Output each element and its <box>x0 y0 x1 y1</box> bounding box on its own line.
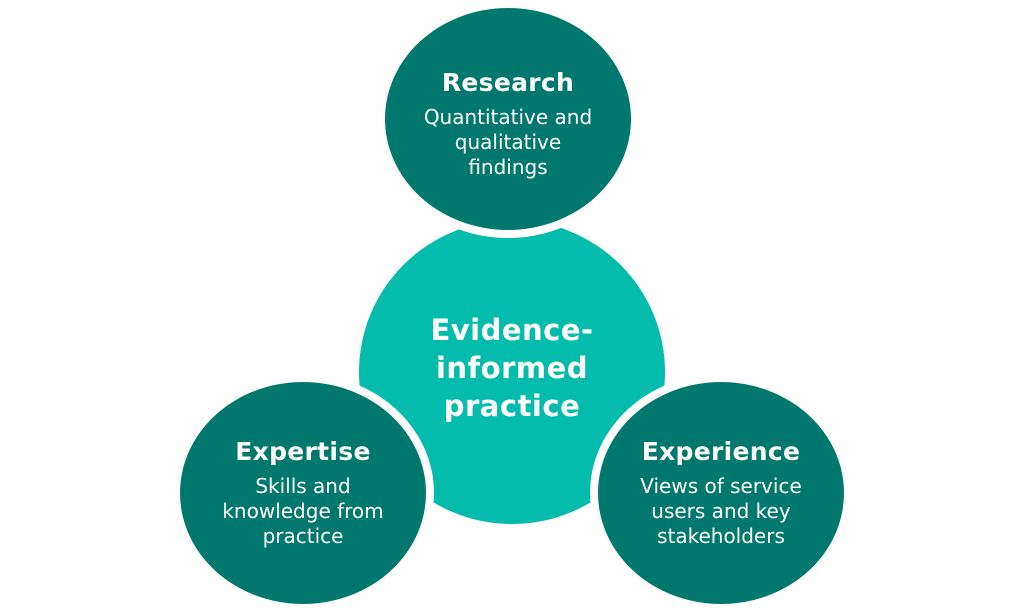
node-experience-body-line-1: Views of service <box>640 474 802 498</box>
center-title-line-2: informed <box>435 351 589 385</box>
node-experience-description: Views of service users and key stakehold… <box>640 474 802 549</box>
node-circle-expertise: Expertise Skills and knowledge from prac… <box>172 374 434 612</box>
node-research-title: Research <box>441 68 575 97</box>
node-circle-experience: Experience Views of service users and ke… <box>590 374 852 612</box>
node-expertise-body-line-2: knowledge from <box>222 499 384 523</box>
center-title-line-3: practice <box>443 389 581 423</box>
node-expertise-body-line-1: Skills and <box>255 474 351 498</box>
node-research-body-line-2: qualitative <box>454 130 562 154</box>
node-circle-research: Research Quantitative and qualitative fi… <box>377 0 639 238</box>
node-expertise-description: Skills and knowledge from practice <box>222 474 383 549</box>
node-research-body-line-3: findings <box>468 155 548 179</box>
node-experience-body-line-3: stakeholders <box>657 524 785 548</box>
node-research-body-line-1: Quantitative and <box>423 105 593 129</box>
node-research-description: Quantitative and qualitative findings <box>424 105 592 180</box>
node-experience-title: Experience <box>641 437 801 466</box>
node-expertise-body-line-3: practice <box>262 524 344 548</box>
node-experience-body-line-2: users and key <box>651 499 791 523</box>
node-expertise-title: Expertise <box>235 437 371 466</box>
center-title-line-1: Evidence- <box>430 313 594 347</box>
